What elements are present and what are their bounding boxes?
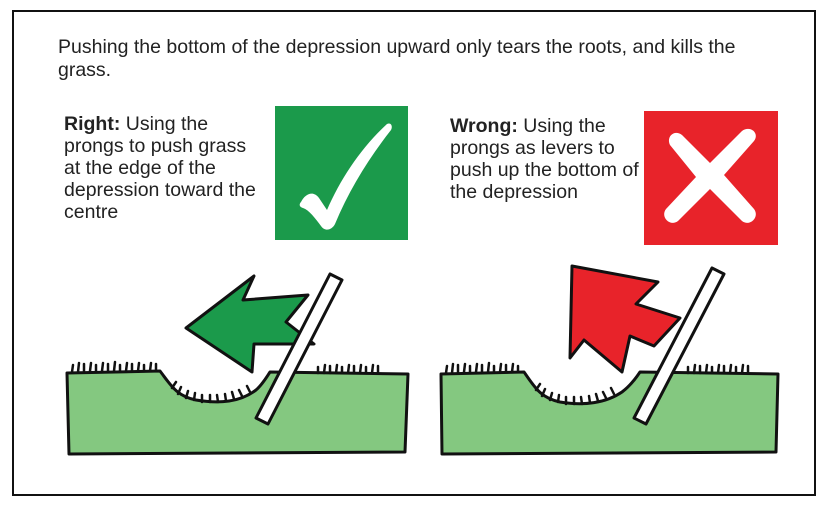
right-turf bbox=[67, 371, 408, 454]
wrong-arrow bbox=[570, 266, 680, 372]
wrong-turf bbox=[441, 372, 778, 454]
right-scene bbox=[67, 274, 408, 454]
wrong-scene bbox=[441, 266, 778, 454]
